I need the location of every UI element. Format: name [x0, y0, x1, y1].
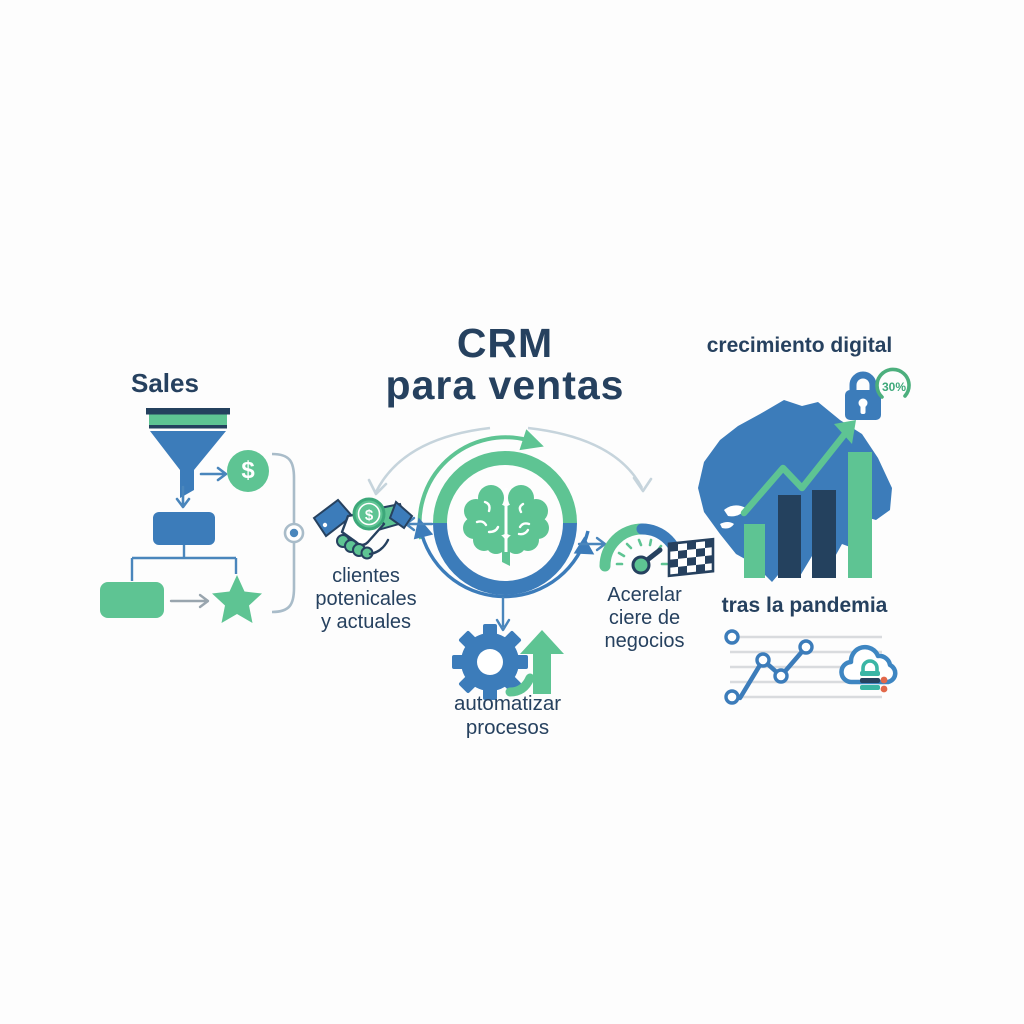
flow-node-green [100, 582, 164, 618]
speedometer-icon [599, 523, 685, 575]
acceleration-line3: negocios [604, 630, 685, 652]
acceleration-line1: Acerelar [607, 584, 682, 606]
arrow-down-icon [175, 485, 191, 509]
map-bar-1 [744, 524, 765, 578]
automation-line1: automatizar [453, 692, 562, 715]
pandemic-heading: tras la pandemia [721, 594, 888, 617]
automation-line2: procesos [465, 716, 550, 739]
clients-line2: potenicales [315, 588, 417, 610]
growth-badge-value: 30% [882, 380, 906, 394]
sales-label: Sales [131, 368, 199, 398]
title-line2: para ventas [385, 362, 625, 408]
lock-icon [845, 371, 881, 420]
checkered-flag-icon [667, 537, 715, 578]
dollar-coin-icon: $ [227, 450, 269, 492]
gear-arrow-icon [452, 624, 564, 700]
flow-node-blue [153, 512, 215, 545]
bracket-connector [271, 452, 305, 614]
sales-funnel-icon [146, 408, 230, 498]
automation-label: automatizar procesos [435, 692, 580, 740]
sweep-arc-left-right [367, 426, 653, 496]
arrow-to-gear-icon [495, 596, 511, 632]
title-line1: CRM [456, 320, 554, 366]
brain-icon [463, 485, 549, 566]
clients-label: clientes potenicales y actuales [302, 565, 430, 634]
acceleration-label: Acerelar ciere de negocios [582, 584, 707, 653]
clients-line1: clientes [332, 565, 400, 587]
arrow-to-speedometer-icon [577, 536, 607, 552]
handshake-dollar-sign: $ [365, 507, 374, 524]
cloud-server-icon [839, 644, 898, 693]
map-bar-4 [848, 452, 872, 578]
clients-line3: y actuales [320, 611, 412, 633]
arrow-right-icon [199, 466, 228, 482]
crm-cycle-ring [413, 429, 595, 599]
acceleration-line2: ciere de [608, 607, 681, 629]
trend-arrow-icon [740, 420, 856, 517]
map-bar-2 [778, 495, 801, 578]
growth-heading: crecimiento digital [706, 334, 893, 357]
growth-badge-icon: 30% [875, 367, 911, 399]
flow-branch-lines [130, 545, 238, 581]
star-icon [212, 575, 262, 623]
handshake-icon: $ [312, 497, 414, 560]
dollar-sign: $ [241, 457, 255, 484]
map-bar-3 [812, 490, 836, 578]
arrow-gray-icon [169, 593, 210, 609]
